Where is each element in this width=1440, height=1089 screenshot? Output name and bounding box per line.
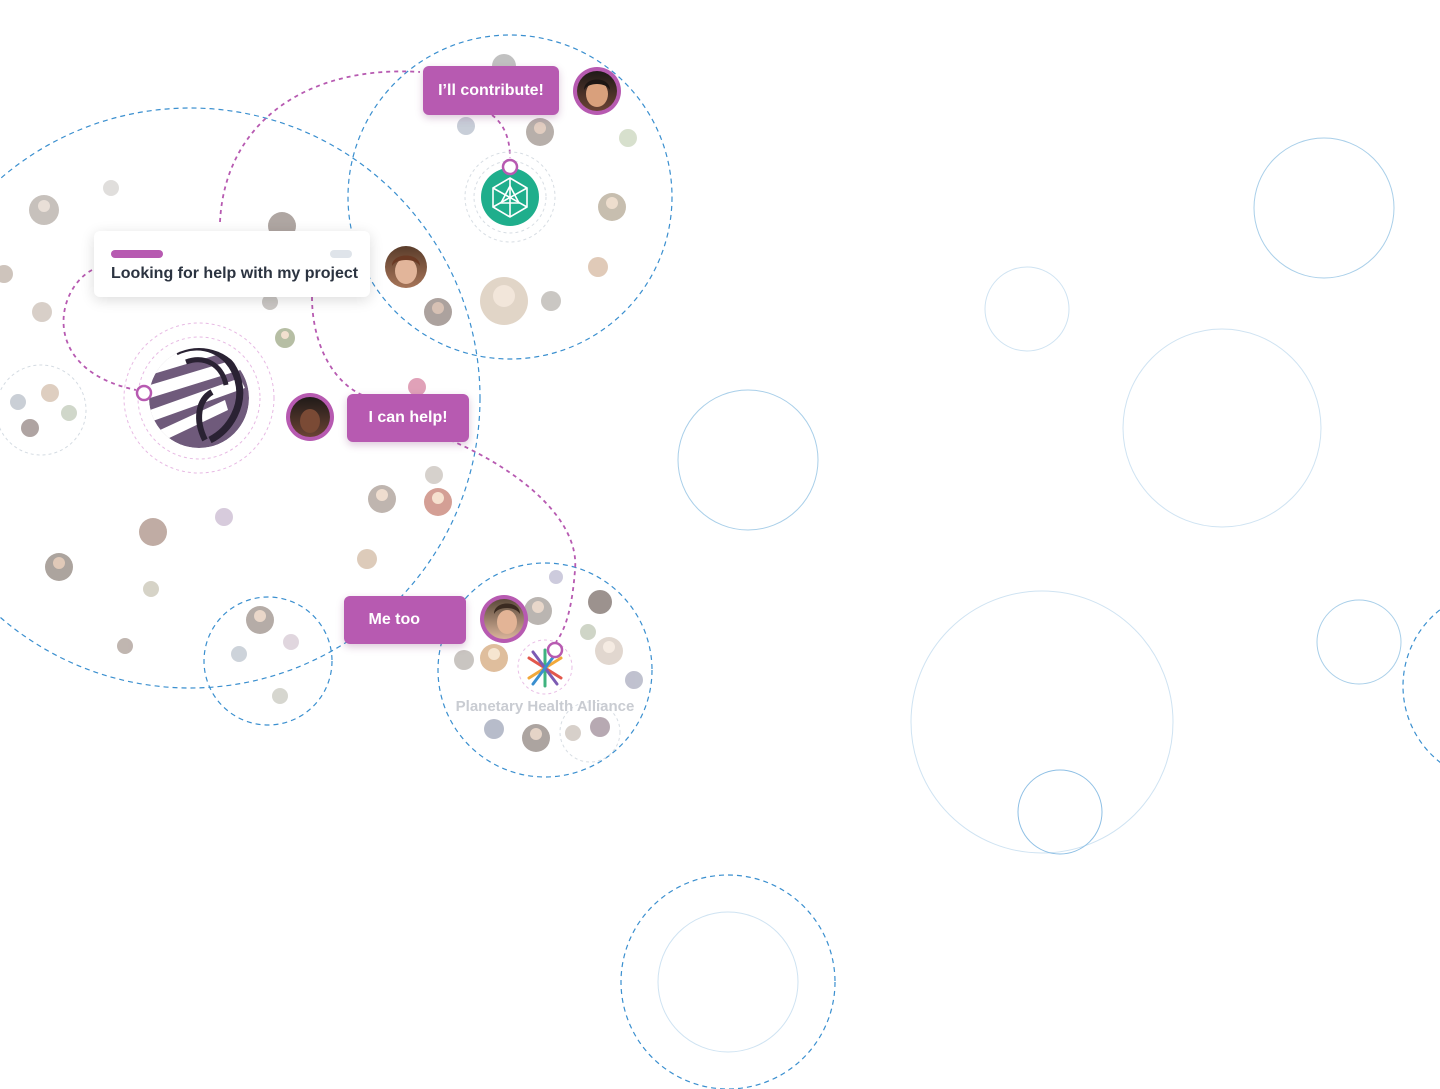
member-avatar[interactable] [480,644,508,672]
community-ring-edge [1402,609,1440,763]
faint-ring [1017,769,1103,855]
planetary-node[interactable] [517,639,573,695]
member-avatar[interactable] [590,717,610,737]
member-avatar[interactable] [41,384,59,402]
member-avatar[interactable] [143,581,159,597]
connection-lines [62,70,577,643]
can-help-bubble[interactable]: I can help! [347,394,469,442]
me-too-label: Me too [368,611,421,628]
community-ring-bottom [620,874,836,1089]
member-avatar[interactable] [424,488,452,516]
member-avatar[interactable] [619,129,637,147]
member-avatar[interactable] [272,688,288,704]
member-avatar[interactable] [45,553,73,581]
network-glyph [492,177,528,218]
zebra-node[interactable] [123,322,275,474]
member-avatar[interactable] [61,405,77,421]
member-avatar[interactable] [29,195,59,225]
featured-avatar-helper[interactable] [286,393,334,441]
member-avatar[interactable] [231,646,247,662]
member-avatar[interactable] [408,378,426,396]
faint-ring [657,911,799,1053]
member-avatar[interactable] [283,634,299,650]
member-avatar[interactable] [565,725,581,741]
member-avatar[interactable] [595,637,623,665]
member-avatar[interactable] [425,466,443,484]
member-avatar[interactable] [522,724,550,752]
connection-line [449,439,577,643]
member-avatar[interactable] [215,508,233,526]
member-avatar[interactable] [541,291,561,311]
member-avatar[interactable] [588,257,608,277]
member-avatar[interactable] [457,117,475,135]
project-request-text: Looking for help with my project [111,265,359,282]
faint-ring [1316,599,1402,685]
community-ring-network [347,34,673,360]
member-avatar[interactable] [117,638,133,654]
member-avatar[interactable] [484,719,504,739]
member-avatar[interactable] [368,485,396,513]
member-avatar[interactable] [580,624,596,640]
member-avatar[interactable] [598,193,626,221]
member-avatar[interactable] [139,518,167,546]
contribute-bubble[interactable]: I’ll contribute! [423,66,559,115]
zebra-logo-icon [149,348,249,448]
featured-avatar-project-owner[interactable] [382,243,430,291]
member-avatar[interactable] [524,597,552,625]
member-avatar[interactable] [424,298,452,326]
network-node[interactable] [464,151,556,243]
member-avatar[interactable] [246,606,274,634]
project-request-card[interactable]: Looking for help with my project [94,231,370,297]
community-ring-planetary [437,562,653,778]
connection-line [491,114,511,159]
contribute-label: I’ll contribute! [438,81,544,99]
member-avatar[interactable] [357,549,377,569]
community-ring-left [0,364,87,456]
member-avatar[interactable] [454,650,474,670]
member-avatar[interactable] [526,118,554,146]
member-avatar[interactable] [549,570,563,584]
faint-ring [910,590,1174,854]
member-avatar[interactable] [262,294,278,310]
member-avatar[interactable] [103,180,119,196]
member-avatar[interactable] [32,302,52,322]
planetary-sub-ring [559,701,621,763]
member-avatar[interactable] [21,419,39,437]
faint-ring [1122,328,1322,528]
faint-ring [1253,137,1395,279]
connector-dot [546,641,564,659]
faint-ring [984,266,1070,352]
can-help-label: I can help! [368,409,448,426]
featured-avatar-contributor[interactable] [573,67,621,115]
member-avatar[interactable] [588,590,612,614]
connector-dot [501,158,519,176]
featured-avatar-me-too[interactable] [480,595,528,643]
me-too-bubble[interactable]: Me too 🚀 [344,596,466,644]
connection-line [311,296,363,396]
community-ring-large [0,107,481,689]
connection-line [62,269,137,391]
member-avatar[interactable] [275,328,295,348]
community-rings [0,34,1440,1089]
faint-community-rings [657,137,1402,1053]
card-tag [111,250,163,258]
member-avatar[interactable] [0,265,13,283]
faint-ring [677,389,819,531]
member-avatar[interactable] [10,394,26,410]
connector-dot [135,384,153,402]
member-avatar[interactable] [480,277,528,325]
community-ring-small [203,596,333,726]
planetary-health-alliance-label: Planetary Health Alliance [455,698,635,715]
card-pill [330,250,352,258]
connection-line [219,70,421,223]
member-avatar[interactable] [625,671,643,689]
